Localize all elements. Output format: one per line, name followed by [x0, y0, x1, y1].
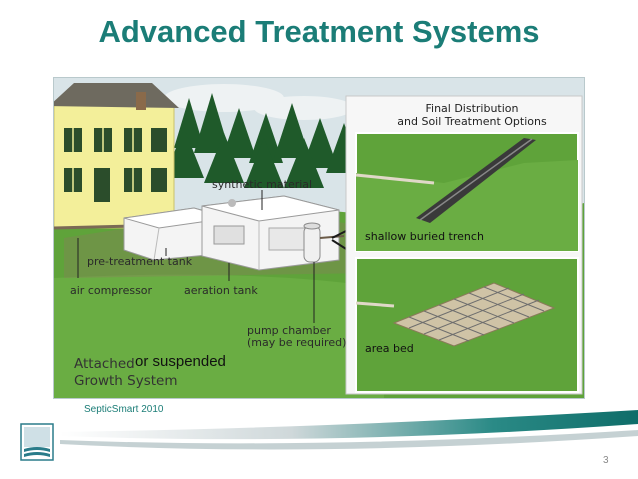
label-pre-treatment-tank: pre-treatment tank: [87, 255, 193, 268]
bed-grid: [408, 286, 545, 342]
bed-feeder-pipe: [355, 301, 395, 308]
label-area-bed: area bed: [365, 342, 414, 355]
label-synthetic-material: synthetic material: [212, 178, 313, 191]
cloud: [164, 84, 284, 112]
cloud: [254, 96, 354, 120]
lawn-foreground: [54, 274, 384, 398]
trench-grass: [356, 160, 578, 251]
leader-lines: [77, 190, 315, 323]
inlet-pipe: [54, 224, 135, 230]
footer-swoosh: [60, 410, 638, 450]
organization-logo: [20, 423, 54, 461]
panel-title: Final Distribution and Soil Treatment Op…: [372, 102, 572, 128]
caption-or-suspended: or suspended: [135, 353, 226, 370]
pump-chamber: [303, 222, 321, 263]
house: [54, 83, 179, 229]
trench-feeder-pipe: [355, 173, 435, 185]
page-number: 3: [603, 455, 609, 466]
label-pump-chamber-note: (may be required): [247, 336, 347, 349]
slide-title: Advanced Treatment Systems: [98, 14, 540, 49]
caption-attached: Attached: [74, 356, 135, 372]
slide-credit: SepticSmart 2010: [84, 404, 164, 415]
panel-title-line1: Final Distribution: [425, 102, 519, 115]
label-shallow-buried-trench: shallow buried trench: [365, 230, 484, 243]
label-aeration-tank: aeration tank: [184, 284, 258, 297]
septic-diagram: Final Distribution and Soil Treatment Op…: [53, 77, 585, 399]
label-air-compressor: air compressor: [70, 284, 153, 297]
label-pump-chamber: pump chamber: [247, 324, 331, 337]
diagram-illustration: [54, 78, 584, 398]
caption-growth-system: Growth System: [74, 373, 178, 389]
panel-title-line2: and Soil Treatment Options: [397, 115, 547, 128]
